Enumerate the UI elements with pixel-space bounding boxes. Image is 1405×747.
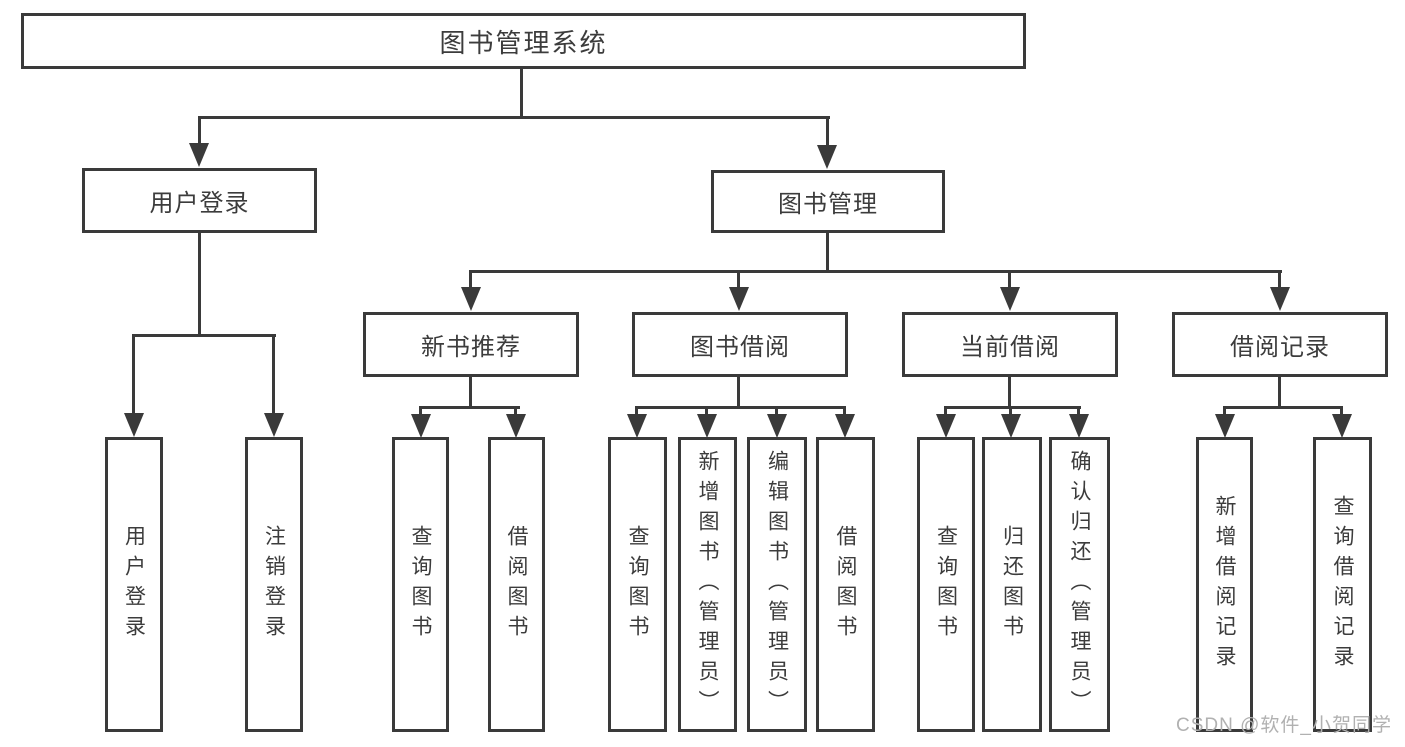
- connector-stub-borrow-records: [1278, 270, 1281, 292]
- leaf-bb-borrow-books-label: 借阅图书: [834, 524, 857, 645]
- connector-stub-new-books: [469, 270, 472, 292]
- connector-stub-book-mgmt: [826, 116, 829, 148]
- arrowhead-user-login-icon: [189, 143, 209, 167]
- node-current-borrow: 当前借阅: [902, 312, 1118, 377]
- leaf-cb-confirm-return-label: 确认归还（管理员）: [1068, 449, 1091, 720]
- node-new-books-label: 新书推荐: [421, 334, 521, 361]
- arrowhead-new-books-icon: [461, 287, 481, 311]
- leaf-user-login-label: 用户登录: [122, 524, 146, 645]
- arrowhead-cb-query-icon: [936, 414, 956, 438]
- node-root: 图书管理系统: [21, 13, 1026, 69]
- leaf-bb-query-books-label: 查询图书: [626, 524, 649, 645]
- node-user-login: 用户登录: [82, 168, 317, 233]
- connector-borrow-records-bracket: [1223, 406, 1343, 409]
- leaf-cb-return-books: 归还图书: [982, 437, 1042, 732]
- connector-current-borrow-bracket: [944, 406, 1081, 409]
- leaf-bb-borrow-books: 借阅图书: [816, 437, 875, 732]
- connector-new-books-drop: [469, 375, 472, 409]
- arrowhead-bb-query-icon: [627, 414, 647, 438]
- leaf-cb-return-books-label: 归还图书: [1000, 524, 1024, 645]
- connector-borrow-records-drop: [1278, 375, 1281, 409]
- connector-new-books-bracket: [419, 406, 520, 409]
- node-user-login-label: 用户登录: [149, 190, 250, 217]
- leaf-nb-borrow-books: 借阅图书: [488, 437, 545, 732]
- arrowhead-current-borrow-icon: [1000, 287, 1020, 311]
- leaf-br-add-record: 新增借阅记录: [1196, 437, 1253, 732]
- leaf-user-login: 用户登录: [105, 437, 163, 732]
- leaf-bb-add-books-label: 新增图书（管理员）: [696, 449, 719, 720]
- connector-stub-cb-return: [1009, 406, 1012, 418]
- connector-stub-bb-add: [705, 406, 708, 418]
- arrowhead-book-borrow-icon: [729, 287, 749, 311]
- connector-user-login-bracket: [132, 334, 276, 337]
- connector-stub-bb-query: [635, 406, 638, 418]
- node-book-borrow: 图书借阅: [632, 312, 848, 377]
- node-borrow-records: 借阅记录: [1172, 312, 1388, 377]
- leaf-nb-query-books: 查询图书: [392, 437, 449, 732]
- leaf-nb-query-books-label: 查询图书: [409, 524, 432, 645]
- connector-stub-nb-query: [419, 406, 422, 418]
- connector-stub-bb-borrow: [843, 406, 846, 418]
- leaf-logout: 注销登录: [245, 437, 303, 732]
- arrowhead-br-query-icon: [1332, 414, 1352, 438]
- connector-stub-br-query: [1340, 406, 1343, 418]
- connector-current-borrow-drop: [1008, 375, 1011, 409]
- node-book-mgmt: 图书管理: [711, 170, 945, 233]
- node-book-mgmt-label: 图书管理: [778, 191, 878, 218]
- node-borrow-records-label: 借阅记录: [1230, 334, 1330, 361]
- arrowhead-bb-add-icon: [697, 414, 717, 438]
- leaf-br-query-record: 查询借阅记录: [1313, 437, 1372, 732]
- leaf-br-add-record-label: 新增借阅记录: [1213, 494, 1236, 675]
- node-current-borrow-label: 当前借阅: [960, 334, 1060, 361]
- arrowhead-cb-confirm-icon: [1069, 414, 1089, 438]
- connector-stub-logout: [272, 334, 275, 414]
- connector-user-login-drop: [198, 232, 201, 336]
- connector-stub-br-add: [1223, 406, 1226, 418]
- arrowhead-borrow-records-icon: [1270, 287, 1290, 311]
- leaf-br-query-record-label: 查询借阅记录: [1331, 494, 1354, 675]
- node-book-borrow-label: 图书借阅: [690, 334, 790, 361]
- connector-stub-cb-confirm: [1077, 406, 1080, 418]
- connector-stub-user-login: [198, 116, 201, 146]
- arrowhead-book-mgmt-icon: [817, 145, 837, 169]
- leaf-bb-edit-books: 编辑图书（管理员）: [747, 437, 807, 732]
- connector-stub-bb-edit: [775, 406, 778, 418]
- node-new-books: 新书推荐: [363, 312, 579, 377]
- connector-root-trunk: [520, 68, 523, 118]
- arrowhead-logout-icon: [264, 413, 284, 437]
- connector-level3-bracket: [469, 270, 1282, 273]
- watermark: CSDN @软件_小贺同学: [1176, 715, 1392, 736]
- connector-stub-current-borrow: [1008, 270, 1011, 292]
- connector-book-borrow-bracket: [635, 406, 846, 409]
- connector-stub-book-borrow: [737, 270, 740, 292]
- arrowhead-login-icon: [124, 413, 144, 437]
- node-root-label: 图书管理系统: [439, 27, 608, 58]
- leaf-nb-borrow-books-label: 借阅图书: [505, 524, 528, 645]
- arrowhead-nb-query-icon: [411, 414, 431, 438]
- leaf-bb-query-books: 查询图书: [608, 437, 667, 732]
- arrowhead-nb-borrow-icon: [506, 414, 526, 438]
- connector-book-borrow-drop: [737, 375, 740, 409]
- arrowhead-bb-borrow-icon: [835, 414, 855, 438]
- leaf-logout-label: 注销登录: [262, 524, 286, 645]
- arrowhead-cb-return-icon: [1001, 414, 1021, 438]
- connector-stub-login: [132, 334, 135, 414]
- arrowhead-br-add-icon: [1215, 414, 1235, 438]
- leaf-bb-add-books: 新增图书（管理员）: [678, 437, 737, 732]
- connector-stub-cb-query: [944, 406, 947, 418]
- leaf-bb-edit-books-label: 编辑图书（管理员）: [765, 449, 789, 720]
- arrowhead-bb-edit-icon: [767, 414, 787, 438]
- leaf-cb-query-books-label: 查询图书: [934, 524, 958, 645]
- leaf-cb-query-books: 查询图书: [917, 437, 975, 732]
- connector-book-mgmt-drop: [826, 232, 829, 273]
- connector-stub-nb-borrow: [514, 406, 517, 418]
- leaf-cb-confirm-return: 确认归还（管理员）: [1049, 437, 1110, 732]
- connector-level2-bracket: [198, 116, 830, 119]
